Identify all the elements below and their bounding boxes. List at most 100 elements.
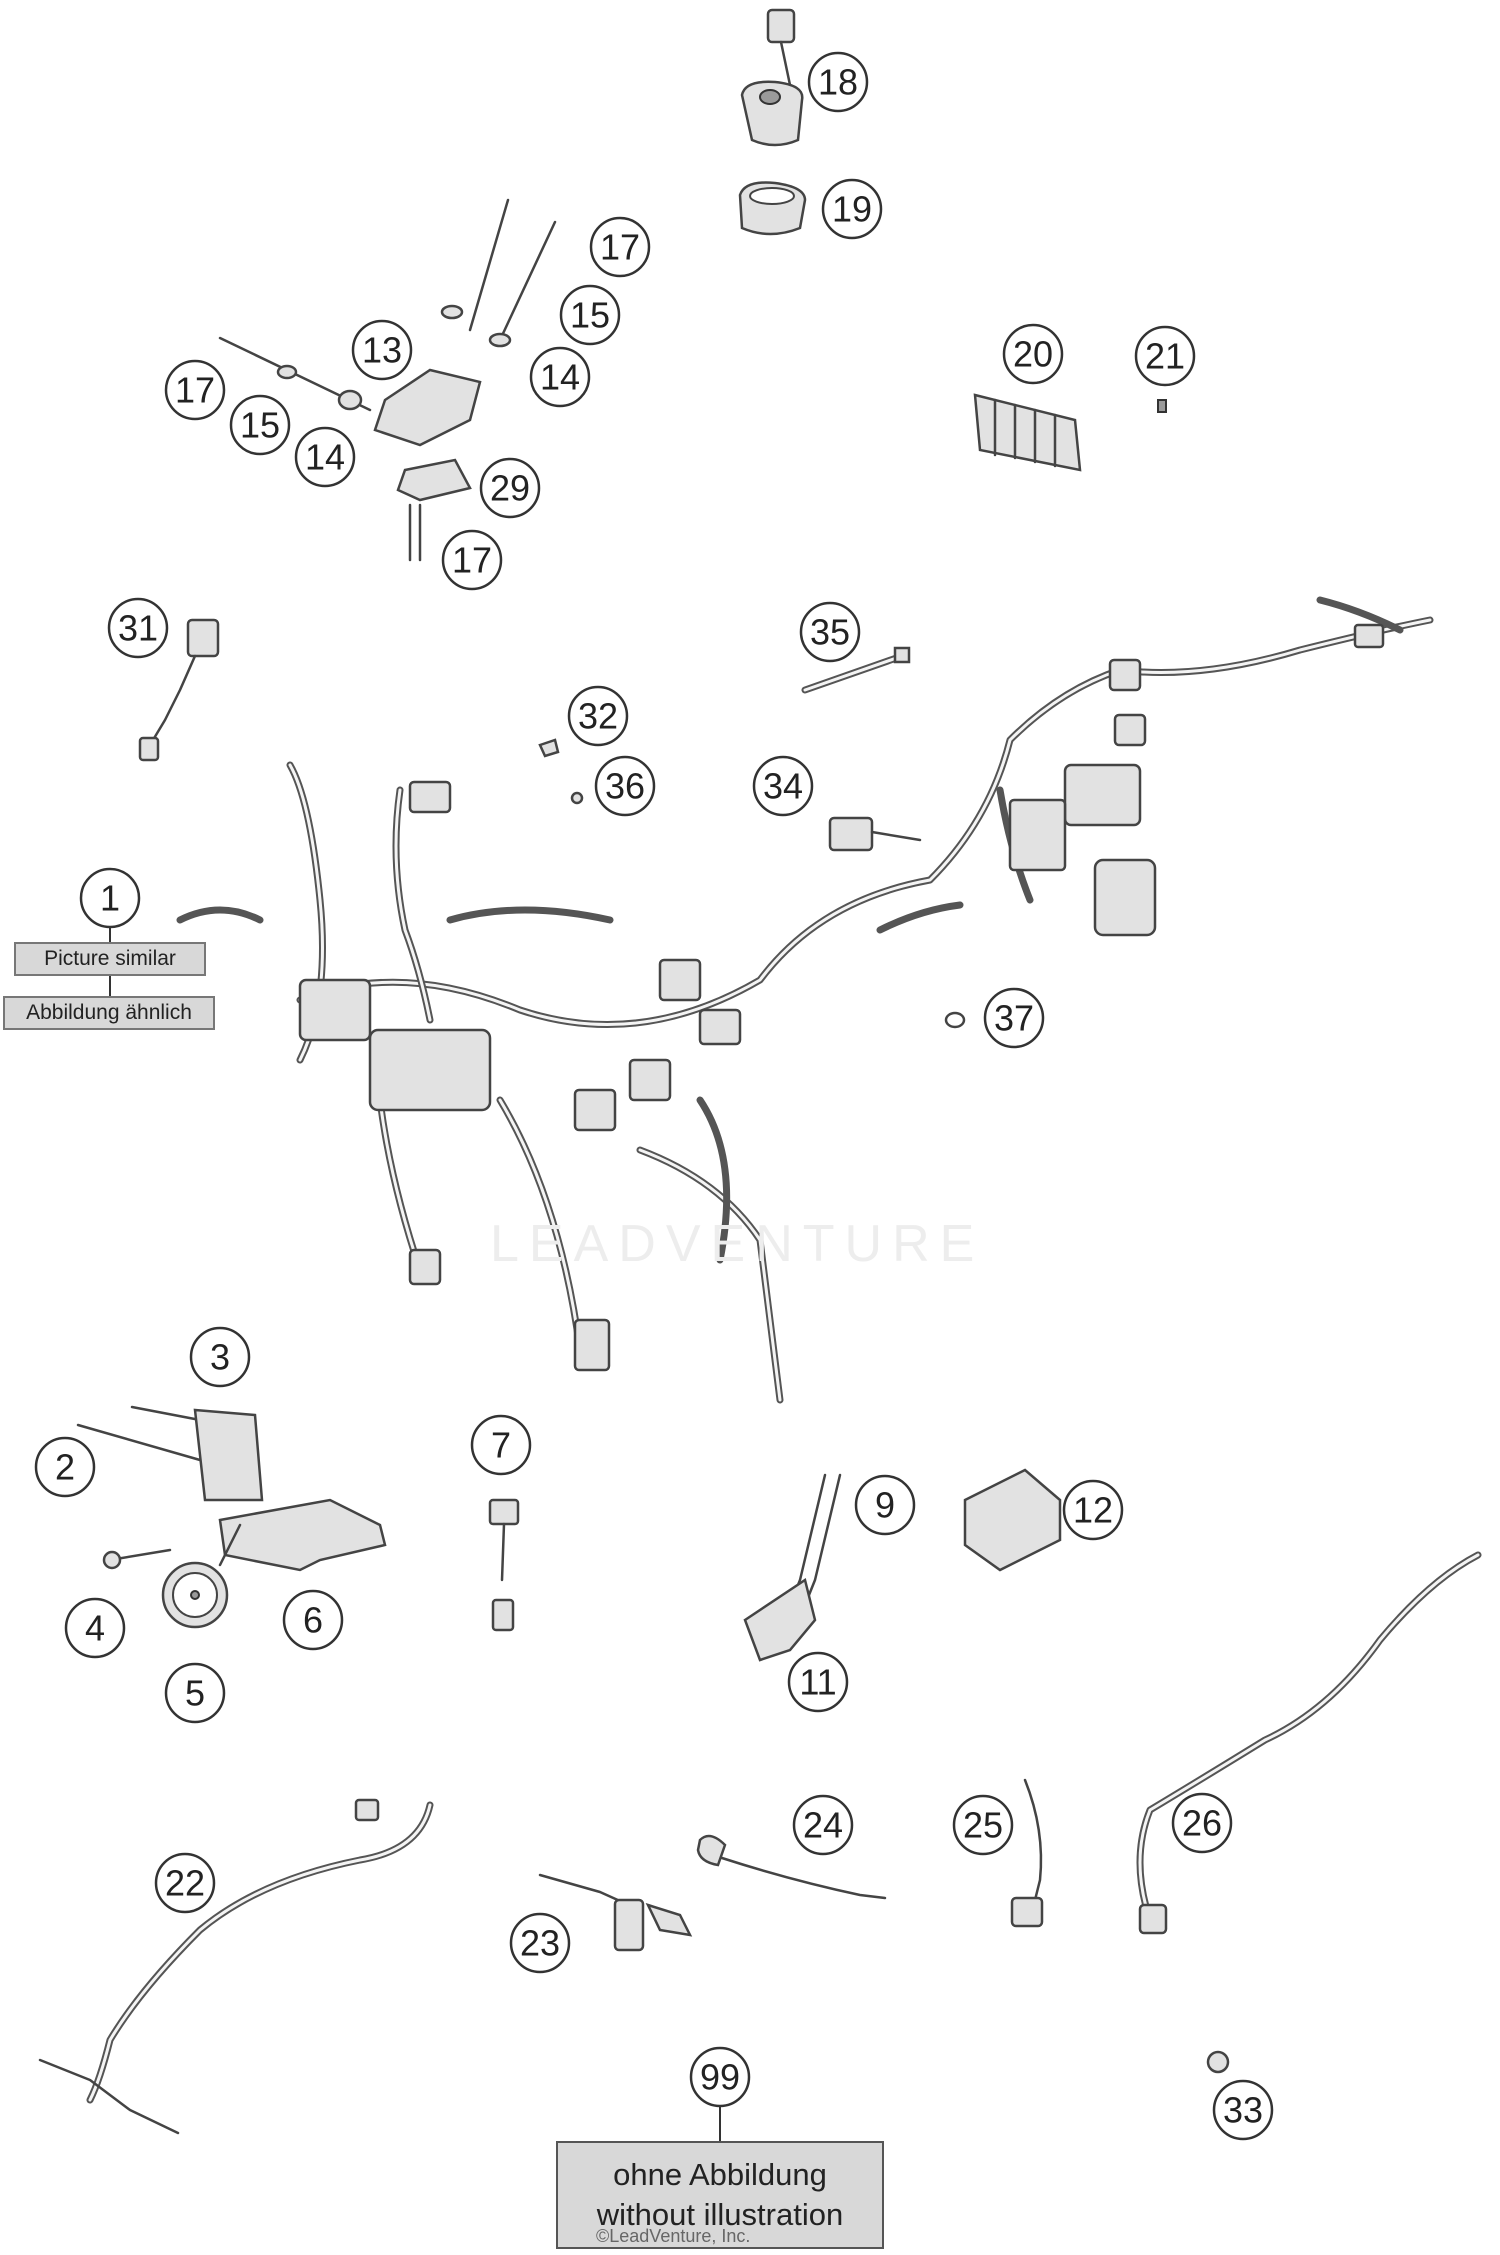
bracket-assembly-part xyxy=(218,198,557,562)
callout-13: 13 xyxy=(351,319,413,381)
callout-17-left: 17 xyxy=(164,359,226,421)
adapter-cable-7-part xyxy=(488,1498,520,1632)
callout-20: 20 xyxy=(1002,323,1064,385)
cable-25-part xyxy=(1010,1778,1044,1928)
svg-text:22: 22 xyxy=(165,1863,205,1904)
callout-14-left: 14 xyxy=(294,426,356,488)
svg-text:21: 21 xyxy=(1145,336,1185,377)
svg-text:20: 20 xyxy=(1013,334,1053,375)
callout-21: 21 xyxy=(1134,325,1196,387)
svg-text:1: 1 xyxy=(100,878,120,919)
svg-text:6: 6 xyxy=(303,1600,323,1641)
svg-text:34: 34 xyxy=(763,766,803,807)
fuse-box-part xyxy=(973,393,1082,472)
svg-text:9: 9 xyxy=(875,1485,895,1526)
svg-text:14: 14 xyxy=(305,437,345,478)
callout-25: 25 xyxy=(952,1794,1014,1856)
picture-similar-label: Picture similar xyxy=(14,942,206,976)
svg-text:35: 35 xyxy=(810,612,850,653)
sensor-31-part xyxy=(138,618,220,762)
callout-17-top: 17 xyxy=(589,216,651,278)
svg-text:7: 7 xyxy=(491,1425,511,1466)
callout-26: 26 xyxy=(1171,1792,1233,1854)
cable-22-part xyxy=(38,1798,434,2135)
callout-12: 12 xyxy=(1062,1479,1124,1541)
callout-24: 24 xyxy=(792,1794,854,1856)
svg-text:15: 15 xyxy=(240,405,280,446)
cable-24-part xyxy=(696,1834,887,1900)
without-illustration-text: without illustration xyxy=(596,2197,844,2232)
callout-15-left: 15 xyxy=(229,394,291,456)
callout-14-right: 14 xyxy=(529,346,591,408)
svg-text:2: 2 xyxy=(55,1447,75,1488)
svg-text:13: 13 xyxy=(362,330,402,371)
svg-text:29: 29 xyxy=(490,468,530,509)
svg-text:17: 17 xyxy=(175,370,215,411)
callout-37: 37 xyxy=(983,987,1045,1049)
callout-19: 19 xyxy=(821,178,883,240)
callout-36: 36 xyxy=(594,755,656,817)
callout-15-right: 15 xyxy=(559,284,621,346)
svg-text:31: 31 xyxy=(118,608,158,649)
relay-bracket-part xyxy=(828,816,922,852)
abbildung-aehnlich-label: Abbildung ähnlich xyxy=(3,996,215,1030)
svg-text:36: 36 xyxy=(605,766,645,807)
svg-text:17: 17 xyxy=(600,227,640,268)
callout-22: 22 xyxy=(154,1852,216,1914)
small-parts xyxy=(538,738,966,1029)
svg-text:33: 33 xyxy=(1223,2090,1263,2131)
callout-1: 1 xyxy=(79,867,141,929)
svg-text:32: 32 xyxy=(578,696,618,737)
callout-7: 7 xyxy=(470,1414,532,1476)
svg-text:15: 15 xyxy=(570,295,610,336)
svg-text:14: 14 xyxy=(540,357,580,398)
svg-text:24: 24 xyxy=(803,1805,843,1846)
svg-text:37: 37 xyxy=(994,998,1034,1039)
callout-32: 32 xyxy=(567,685,629,747)
callout-2: 2 xyxy=(34,1436,96,1498)
callout-35: 35 xyxy=(799,601,861,663)
callout-99: 99 xyxy=(689,2046,751,2108)
watermark-text: LEADVENTURE xyxy=(490,1215,985,1273)
svg-text:17: 17 xyxy=(452,540,492,581)
callout-9: 9 xyxy=(854,1474,916,1536)
svg-text:99: 99 xyxy=(700,2057,740,2098)
callout-11: 11 xyxy=(787,1651,849,1713)
horn-bracket-assembly-part xyxy=(76,1405,387,1629)
callout-17-bottom: 17 xyxy=(441,529,503,591)
without-illustration-box: ohne Abbildung without illustration xyxy=(556,2141,884,2249)
svg-text:11: 11 xyxy=(799,1662,836,1703)
svg-text:25: 25 xyxy=(963,1805,1003,1846)
cable-strip-part xyxy=(801,646,911,694)
svg-text:5: 5 xyxy=(185,1673,205,1714)
callout-6: 6 xyxy=(282,1589,344,1651)
callout-23: 23 xyxy=(509,1912,571,1974)
svg-text:19: 19 xyxy=(832,189,872,230)
control-unit-12-part xyxy=(963,1468,1062,1572)
callout-3: 3 xyxy=(189,1326,251,1388)
svg-text:23: 23 xyxy=(520,1923,560,1964)
svg-text:12: 12 xyxy=(1073,1490,1113,1531)
callout-29: 29 xyxy=(479,457,541,519)
ohne-abbildung-text: ohne Abbildung xyxy=(613,2157,827,2192)
ignition-ring-part xyxy=(738,181,807,236)
plug-33-part xyxy=(1206,2050,1230,2074)
cable-26-part xyxy=(1136,1551,1482,1935)
sensor-cable-23-part xyxy=(538,1873,693,1952)
callout-31: 31 xyxy=(107,597,169,659)
copyright-text: ©LeadVenture, Inc. xyxy=(596,2226,751,2246)
callout-33: 33 xyxy=(1212,2079,1274,2141)
callout-5: 5 xyxy=(164,1662,226,1724)
svg-text:26: 26 xyxy=(1182,1803,1222,1844)
callout-34: 34 xyxy=(752,755,814,817)
svg-text:4: 4 xyxy=(85,1608,105,1649)
fuse-part xyxy=(1157,399,1167,413)
svg-text:3: 3 xyxy=(210,1337,230,1378)
main-wiring-harness-part xyxy=(176,596,1434,1404)
callout-4: 4 xyxy=(64,1597,126,1659)
bracket-11-part xyxy=(743,1577,817,1662)
callout-18: 18 xyxy=(807,51,869,113)
ignition-switch-part xyxy=(740,8,804,147)
svg-text:18: 18 xyxy=(818,62,858,103)
